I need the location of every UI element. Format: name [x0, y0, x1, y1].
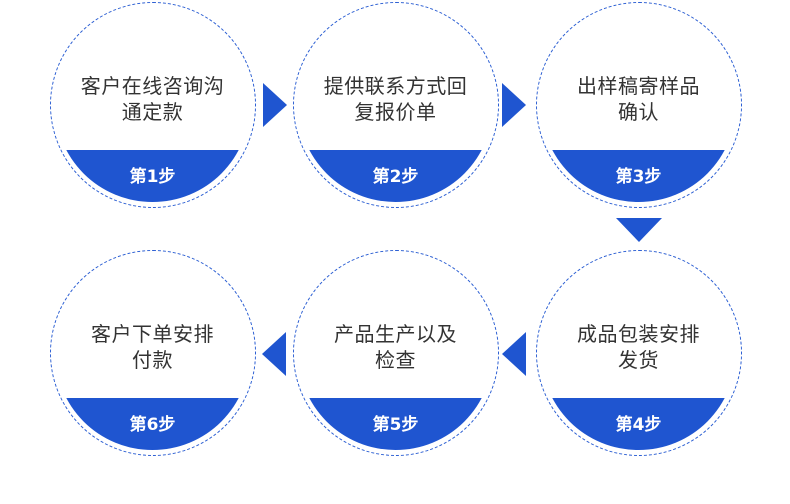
step-2-circle: 提供联系方式回 复报价单 第2步: [293, 2, 499, 208]
step-4-description: 成品包装安排 发货: [553, 321, 724, 373]
step-5-line-1: 产品生产以及: [334, 322, 457, 346]
step-5-clip: 产品生产以及 检查 第5步: [298, 255, 493, 450]
step-1-line-1: 客户在线咨询沟: [80, 74, 225, 98]
step-3-description: 出样稿寄样品 确认: [553, 73, 724, 125]
step-5-label: 第5步: [372, 415, 419, 435]
step-5-circle: 产品生产以及 检查 第5步: [293, 250, 499, 456]
step-6-band: [55, 398, 250, 450]
step-5-line-2: 检查: [375, 348, 416, 372]
step-3-band: [541, 150, 736, 202]
arrow-left-icon: [502, 332, 526, 376]
step-6-clip: 客户下单安排 付款 第6步: [55, 255, 250, 450]
step-2-line-1: 提供联系方式回: [323, 74, 468, 98]
step-3-line-1: 出样稿寄样品: [577, 74, 700, 98]
step-2-description: 提供联系方式回 复报价单: [310, 73, 481, 125]
step-2-label: 第2步: [372, 167, 419, 187]
step-6-description: 客户下单安排 付款: [67, 321, 238, 373]
step-1-clip: 客户在线咨询沟 通定款 第1步: [55, 7, 250, 202]
step-4-line-1: 成品包装安排: [577, 322, 700, 346]
step-4-clip: 成品包装安排 发货 第4步: [541, 255, 736, 450]
step-2-line-2: 复报价单: [354, 100, 437, 124]
step-4-band: [541, 398, 736, 450]
arrow-down-icon: [616, 218, 662, 242]
step-1-label: 第1步: [129, 167, 176, 187]
step-6-label: 第6步: [129, 415, 176, 435]
step-1-band: [55, 150, 250, 202]
step-2-band: [298, 150, 493, 202]
step-2-clip: 提供联系方式回 复报价单 第2步: [298, 7, 493, 202]
arrow-left-icon: [262, 332, 286, 376]
step-4-circle: 成品包装安排 发货 第4步: [536, 250, 742, 456]
step-1-circle: 客户在线咨询沟 通定款 第1步: [50, 2, 256, 208]
step-6-circle: 客户下单安排 付款 第6步: [50, 250, 256, 456]
step-1-line-2: 通定款: [121, 100, 184, 124]
step-6-line-2: 付款: [132, 348, 173, 372]
step-5-description: 产品生产以及 检查: [310, 321, 481, 373]
step-4-label: 第4步: [615, 415, 662, 435]
arrow-right-icon: [263, 83, 287, 127]
step-5-band: [298, 398, 493, 450]
step-3-line-2: 确认: [618, 100, 659, 124]
step-6-line-1: 客户下单安排: [91, 322, 214, 346]
step-3-clip: 出样稿寄样品 确认 第3步: [541, 7, 736, 202]
step-4-line-2: 发货: [618, 348, 659, 372]
step-3-label: 第3步: [615, 167, 662, 187]
step-1-description: 客户在线咨询沟 通定款: [67, 73, 238, 125]
arrow-right-icon: [502, 83, 526, 127]
step-3-circle: 出样稿寄样品 确认 第3步: [536, 2, 742, 208]
